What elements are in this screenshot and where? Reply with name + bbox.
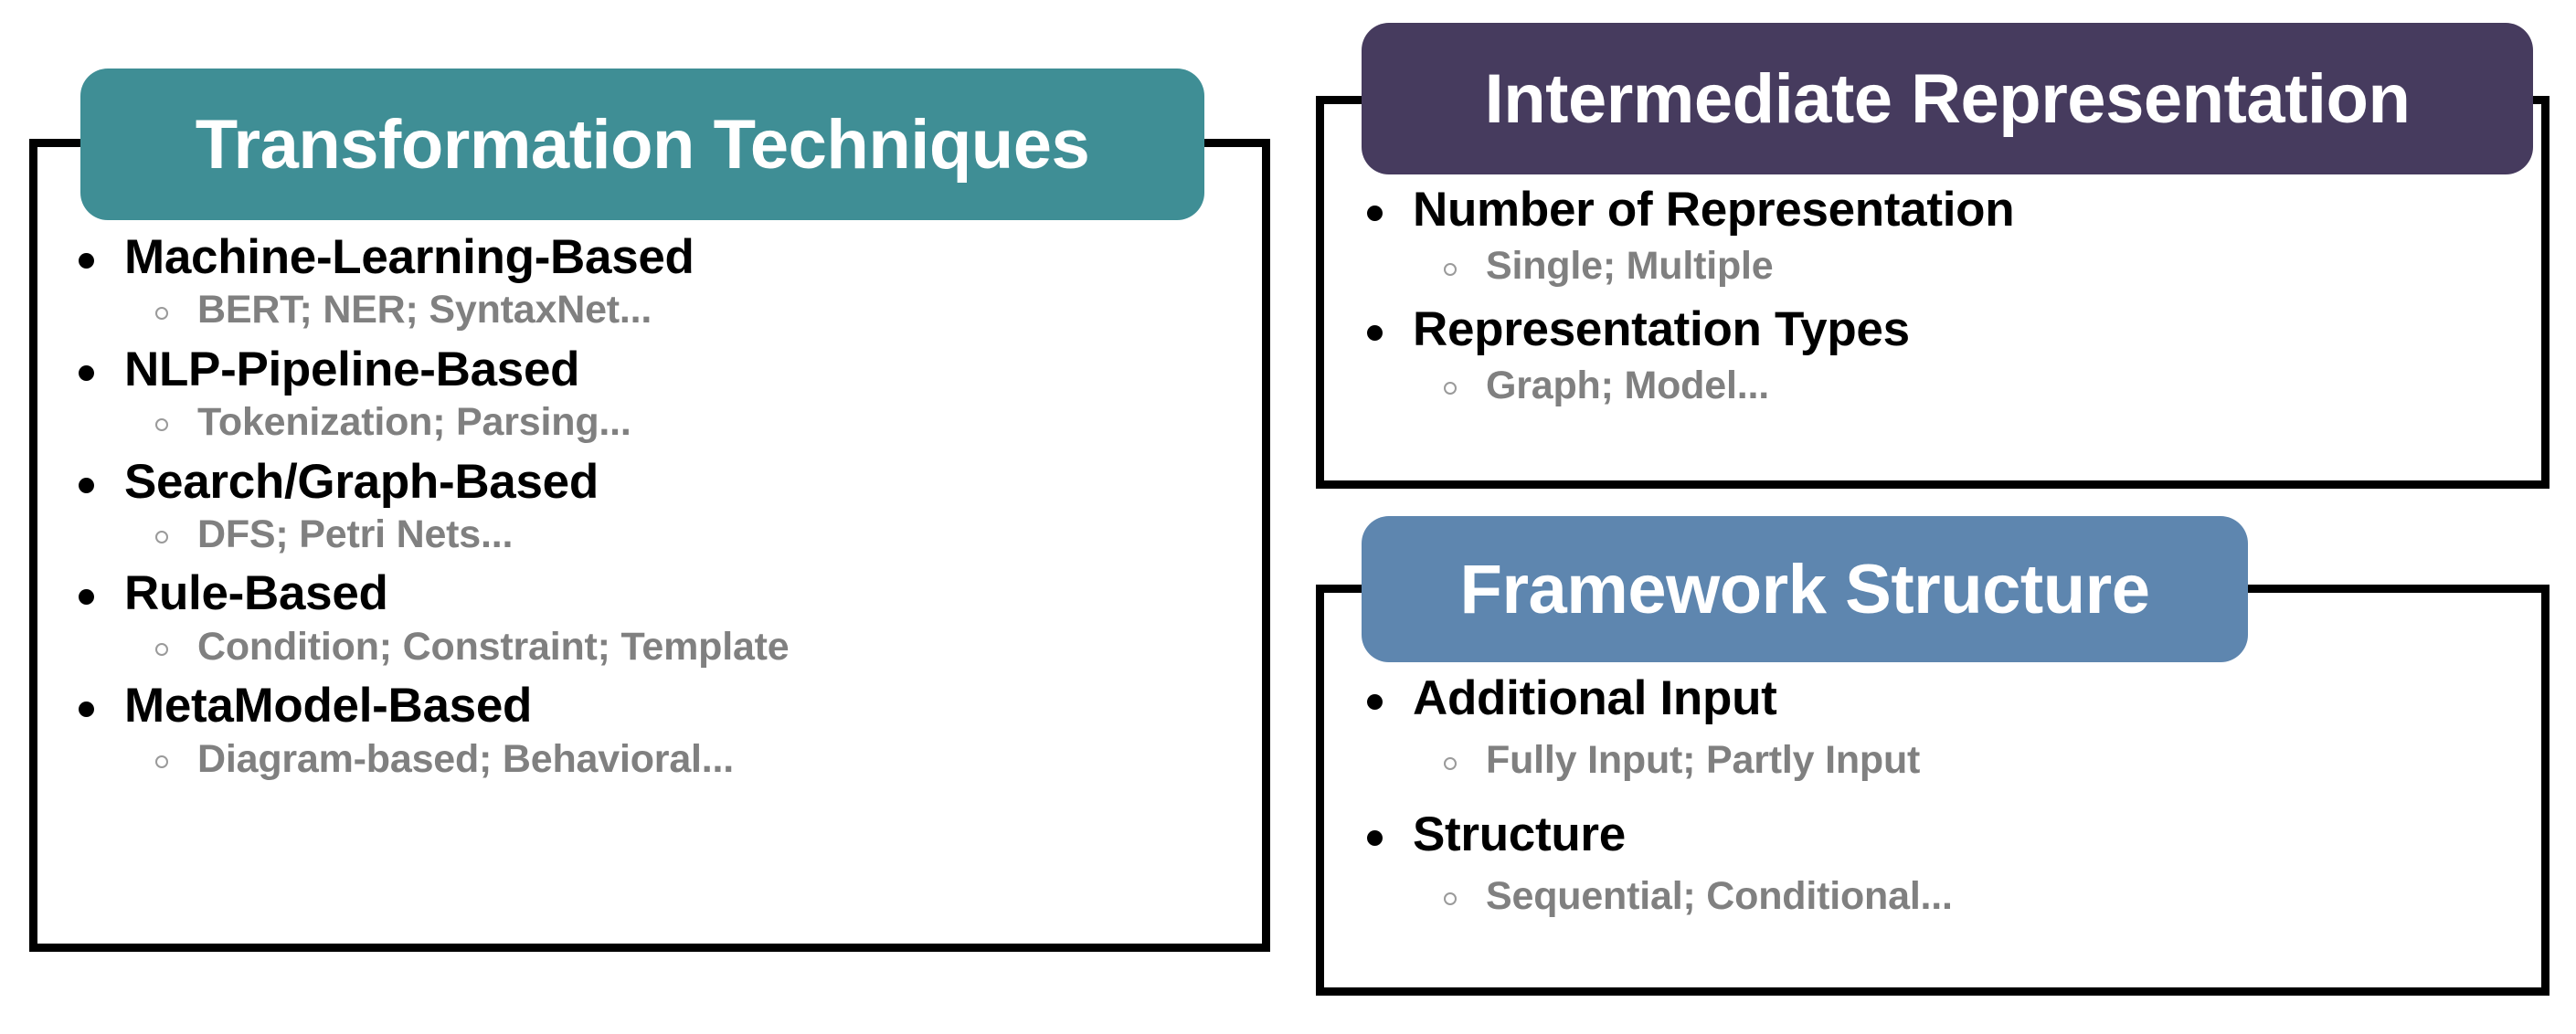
bullet-main-label: Number of Representation (1352, 183, 2522, 237)
bullet-main-label: Additional Input (1352, 671, 2522, 725)
bullet-main-label: NLP-Pipeline-Based (64, 343, 1243, 396)
bullet-main-label: Representation Types (1352, 302, 2522, 356)
bullet-main-label: MetaModel-Based (64, 679, 1243, 733)
list-item: NLP-Pipeline-Based Tokenization; Parsing… (64, 343, 1243, 446)
bullet-sub-label: Sequential; Conditional... (1352, 874, 2522, 919)
panel-title-transformation-techniques: Transformation Techniques (80, 69, 1204, 220)
bullet-sub-label: DFS; Petri Nets... (64, 512, 1243, 557)
panel-title-intermediate-representation: Intermediate Representation (1362, 23, 2533, 174)
list-item: Number of Representation Single; Multipl… (1352, 183, 2522, 290)
bullet-sub-label: BERT; NER; SyntaxNet... (64, 288, 1243, 332)
bullet-sub-label: Condition; Constraint; Template (64, 625, 1243, 670)
bullet-sub-label: Fully Input; Partly Input (1352, 738, 2522, 783)
panel-transformation-techniques (29, 139, 1270, 952)
bullet-main-label: Search/Graph-Based (64, 455, 1243, 509)
list-item: MetaModel-Based Diagram-based; Behaviora… (64, 679, 1243, 782)
panel-title-framework-structure: Framework Structure (1362, 516, 2248, 662)
list-item: Rule-Based Condition; Constraint; Templa… (64, 566, 1243, 670)
list-item: Representation Types Graph; Model... (1352, 302, 2522, 409)
bullet-sub-label: Tokenization; Parsing... (64, 400, 1243, 445)
bullet-sub-label: Diagram-based; Behavioral... (64, 737, 1243, 782)
list-item: Structure Sequential; Conditional... (1352, 807, 2522, 920)
bullet-main-label: Rule-Based (64, 566, 1243, 620)
list-item: Additional Input Fully Input; Partly Inp… (1352, 671, 2522, 784)
list-item: Search/Graph-Based DFS; Petri Nets... (64, 455, 1243, 558)
bullet-list-transformation-techniques: Machine-Learning-Based BERT; NER; Syntax… (64, 230, 1243, 791)
bullet-sub-label: Graph; Model... (1352, 364, 2522, 408)
bullet-main-label: Structure (1352, 807, 2522, 861)
bullet-list-intermediate-representation: Number of Representation Single; Multipl… (1352, 183, 2522, 422)
bullet-sub-label: Single; Multiple (1352, 244, 2522, 289)
list-item: Machine-Learning-Based BERT; NER; Syntax… (64, 230, 1243, 333)
bullet-main-label: Machine-Learning-Based (64, 230, 1243, 284)
bullet-list-framework-structure: Additional Input Fully Input; Partly Inp… (1352, 671, 2522, 944)
